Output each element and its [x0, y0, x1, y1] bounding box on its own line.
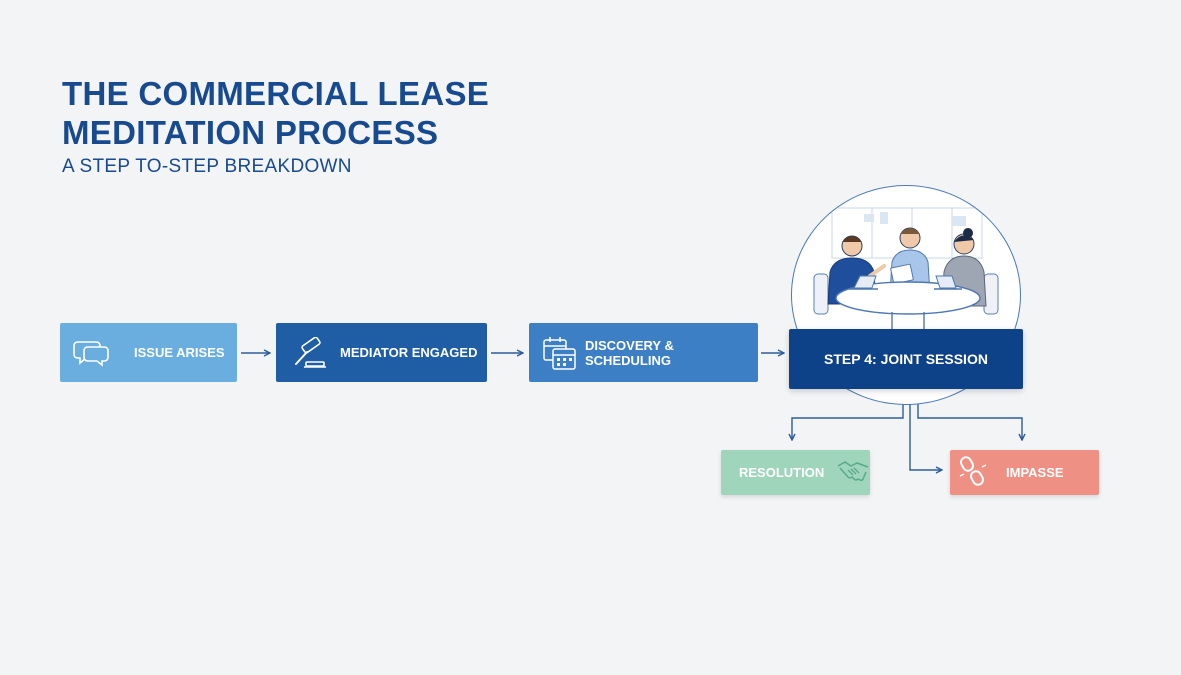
outcome-resolution[interactable]: RESOLUTION: [721, 450, 870, 495]
step-label: DISCOVERY & SCHEDULING: [585, 337, 674, 368]
title-line-1: THE COMMERCIAL LEASE: [62, 75, 490, 112]
step-mediator-engaged[interactable]: MEDIATOR ENGAGED: [276, 323, 487, 382]
step-issue-arises[interactable]: ISSUE ARISES: [60, 323, 237, 382]
page-title: THE COMMERCIAL LEASE MEDITATION PROCESS: [62, 74, 489, 152]
gavel-icon: [290, 333, 330, 373]
outcome-impasse[interactable]: IMPASSE: [950, 450, 1099, 495]
title-line-2: MEDITATION PROCESS: [62, 114, 439, 151]
step-joint-session[interactable]: STEP 4: JOINT SESSION: [789, 329, 1023, 389]
page-subtitle: A STEP TO-STEP BREAKDOWN: [62, 156, 352, 177]
step-label: ISSUE ARISES: [134, 345, 225, 360]
branch-to-impasse: [909, 389, 942, 470]
step-discovery-scheduling[interactable]: DISCOVERY & SCHEDULING: [529, 323, 758, 382]
handshake-icon: [836, 458, 870, 487]
speech-bubbles-icon: [70, 333, 110, 373]
calendar-icon: [539, 333, 579, 373]
broken-chain-icon: [958, 455, 988, 490]
outcome-label: IMPASSE: [1006, 465, 1064, 480]
outcome-label: RESOLUTION: [739, 465, 825, 480]
step-label: STEP 4: JOINT SESSION: [824, 351, 988, 367]
step-label: MEDIATOR ENGAGED: [340, 345, 478, 360]
